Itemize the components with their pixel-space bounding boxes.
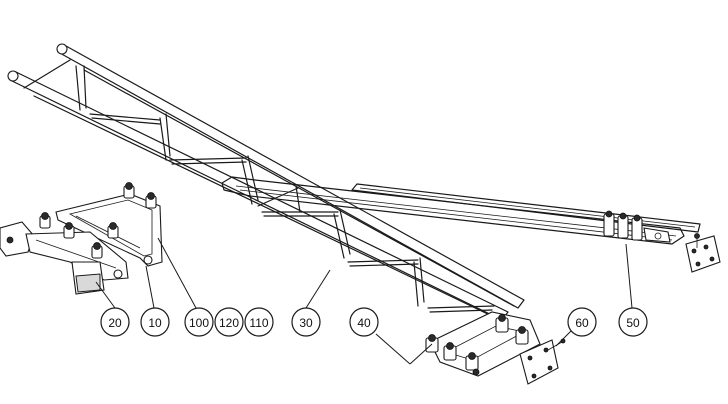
callout-label: 100 [189,316,209,330]
callout-100: 100 [184,307,214,337]
callout-30: 30 [291,307,321,337]
callout-label: 110 [249,316,268,330]
end-plate-bottom [519,338,566,385]
end-plate-right [685,233,721,273]
lower-boom-arm [221,176,701,245]
callout-label: 120 [219,316,239,330]
callout-110: 110 [244,307,274,337]
callout-40: 40 [349,307,379,337]
ladder-truss [7,43,525,321]
callout-label: 30 [299,316,313,330]
callout-label: 60 [575,316,589,330]
callout-10: 10 [140,307,170,337]
callout-60: 60 [567,307,597,337]
callout-50: 50 [618,307,648,337]
callout-120: 120 [214,307,244,337]
callout-label: 10 [148,316,162,330]
leader-lines [95,237,633,365]
callout-label: 20 [108,316,122,330]
callout-20: 20 [100,307,130,337]
bottom-end-frame [425,311,541,377]
callout-label: 40 [357,316,371,330]
hitch-assembly [0,212,129,295]
callout-label: 50 [626,316,640,330]
